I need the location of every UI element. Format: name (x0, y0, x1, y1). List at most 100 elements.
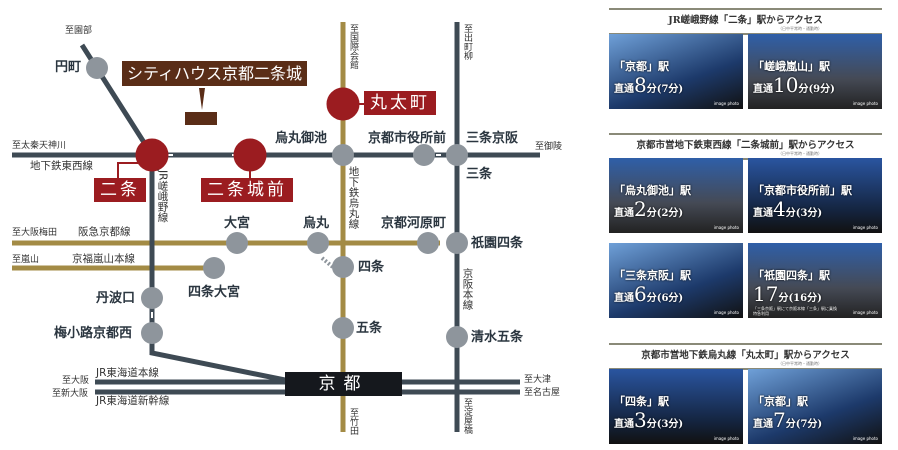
karasuma-label: 烏丸 (303, 216, 330, 231)
station-shiyakusho (413, 144, 435, 166)
keihan-line-label: 京阪本線 (461, 268, 474, 310)
gion-shijo-label: 祇園四条 (471, 236, 524, 251)
station-photo-card: 「京都」駅 直通8分(7分) image photo (609, 34, 743, 109)
sanjo-keihan-label: 三条京阪 (466, 131, 519, 146)
transfer-passage (320, 256, 336, 270)
station-omiya (226, 232, 248, 254)
dir-sonobe: 至園部 (65, 26, 93, 36)
station-tambaguchi (141, 287, 163, 309)
destination-station: 「烏丸御池」駅 (614, 184, 691, 197)
access-title-marutamachi: 京都市営地下鉄烏丸線「丸太町」駅からアクセス（日中平常時・通勤時） (609, 343, 882, 371)
karasuma-oike-label: 烏丸御池 (275, 131, 328, 146)
image-credit: image photo (852, 310, 878, 315)
travel-time: 直通8分(7分) (614, 73, 684, 97)
station-photo-card: 「烏丸御池」駅 直通2分(2分) image photo (609, 158, 743, 233)
shinkansen-line-label: JR東海道新幹線 (96, 395, 170, 407)
dir-shinosaka: 至新大阪 (52, 389, 89, 399)
station-photo-card: 「三条京阪」駅 直通6分(6分) image photo (609, 243, 743, 318)
dir-takeda: 至竹田 (348, 408, 358, 435)
dir-uzumasa: 至太秦天神川 (12, 141, 67, 151)
travel-time: 直通2分(2分) (614, 197, 684, 221)
destination-station: 「四条」駅 (614, 395, 669, 408)
nijo-label: 二条 (94, 178, 146, 203)
hankyu-line-label: 阪急京都線 (78, 226, 131, 238)
access-title-nijo: JR嵯峨野線「二条」駅からアクセス（日中平常時・通勤時） (609, 8, 882, 36)
line-gaps (151, 154, 441, 318)
keifuku-line-label: 京福嵐山本線 (72, 253, 135, 265)
station-photo-card: 「京都市役所前」駅 直通4分(3分) image photo (748, 158, 882, 233)
destination-station: 「嵯峨嵐山」駅 (753, 60, 830, 73)
station-marutamachi (326, 87, 360, 121)
dir-yodoyabashi: 至淀屋橋 (462, 398, 472, 434)
station-karasuma (307, 232, 329, 254)
property-site (185, 112, 217, 125)
sagano-line (79, 43, 286, 383)
dir-umeda: 至大阪梅田 (12, 228, 58, 238)
property-name-label: シティハウス京都二条城 (122, 61, 308, 87)
sagano-line-label: JR嵯峨野線 (156, 170, 169, 223)
shijo-label: 四条 (358, 260, 385, 275)
enmachi-label: 円町 (55, 60, 82, 75)
dir-nagoya: 至名古屋 (524, 388, 561, 398)
image-credit: image photo (852, 101, 878, 106)
station-nijo (135, 138, 169, 172)
destination-station: 「京都」駅 (614, 60, 669, 73)
nijojomae-label: 二条城前 (201, 178, 293, 203)
shijo-omiya-label: 四条大宮 (188, 285, 241, 300)
karasuma-line-label: 地下鉄烏丸線 (347, 166, 360, 229)
station-gojo (332, 317, 354, 339)
destination-station: 「祇園四条」駅 (753, 269, 830, 282)
image-credit: image photo (713, 225, 739, 230)
shiyakusho-label: 京都市役所前 (368, 131, 447, 146)
travel-time: 直通10分(9分) (753, 73, 835, 97)
umekoji-label: 梅小路京都西 (54, 326, 133, 341)
dir-osaka: 至大阪 (62, 376, 90, 386)
dir-kokusai: 至国際会館 (348, 24, 358, 69)
kawaramachi-label: 京都河原町 (381, 216, 447, 231)
nearest-stations (117, 87, 364, 180)
image-credit: image photo (852, 225, 878, 230)
transfer-note: 「三条京阪」駅にて京阪本線「三条」駅に乗換 特急利用 (753, 306, 837, 316)
station-enmachi (86, 57, 108, 79)
station-photo-card: 「京都」駅 直通7分(7分) image photo (748, 369, 882, 444)
dir-arashiyama: 至嵐山 (12, 255, 40, 265)
travel-time: 17分(16分) (753, 282, 822, 306)
station-photo-card: 「祇園四条」駅 17分(16分) 「三条京阪」駅にて京阪本線「三条」駅に乗換 特… (748, 243, 882, 318)
dir-otsu: 至大津 (524, 375, 552, 385)
access-title-nijojomae: 京都市営地下鉄東西線「二条城前」駅からアクセス（日中平常時・通勤時） (609, 133, 882, 161)
station-kawaramachi (417, 232, 439, 254)
travel-time: 直通3分(3分) (614, 408, 684, 432)
marutamachi-label: 丸太町 (364, 91, 436, 116)
destination-station: 「京都市役所前」駅 (753, 184, 852, 197)
image-credit: image photo (852, 436, 878, 441)
station-shijo-omiya (203, 257, 225, 279)
kyoto-station-box: 京都 (285, 372, 402, 396)
route-map (12, 22, 540, 432)
travel-time: 直通7分(7分) (753, 408, 823, 432)
dir-demachi: 至出町柳 (462, 24, 472, 60)
destination-station: 「京都」駅 (753, 395, 808, 408)
station-shijo (332, 256, 354, 278)
dir-misasagi: 至御陵 (535, 142, 563, 152)
kiyomizu-gojo-label: 清水五条 (471, 330, 524, 345)
station-sanjo (446, 144, 468, 166)
travel-time: 直通4分(3分) (753, 197, 823, 221)
station-kiyomizu-gojo (446, 326, 468, 348)
station-photo-card: 「四条」駅 直通3分(3分) image photo (609, 369, 743, 444)
station-photo-card: 「嵯峨嵐山」駅 直通10分(9分) image photo (748, 34, 882, 109)
station-umekoji (141, 322, 163, 344)
image-credit: image photo (713, 436, 739, 441)
tambaguchi-label: 丹波口 (96, 291, 136, 306)
station-gion-shijo (446, 232, 468, 254)
gojo-label: 五条 (356, 321, 383, 336)
property-marker (185, 88, 217, 125)
omiya-label: 大宮 (224, 216, 251, 231)
image-credit: image photo (713, 310, 739, 315)
travel-time: 直通6分(6分) (614, 282, 684, 306)
tokaido-line-label: JR東海道本線 (96, 367, 159, 379)
sanjo-label: 三条 (466, 167, 493, 182)
destination-station: 「三条京阪」駅 (614, 269, 691, 282)
station-karasuma-oike (332, 144, 354, 166)
station-nijojomae (233, 138, 267, 172)
image-credit: image photo (713, 101, 739, 106)
